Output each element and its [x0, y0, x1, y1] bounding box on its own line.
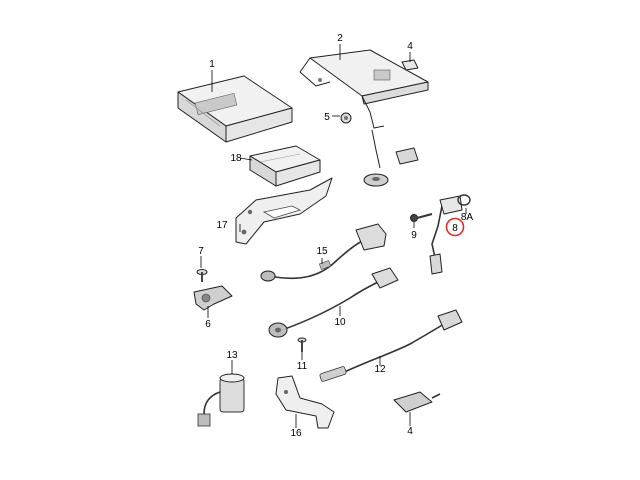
part-2-mounting-bracket[interactable]	[299, 49, 429, 129]
label-7: 7	[198, 246, 204, 257]
label-8[interactable]: 8	[452, 223, 458, 234]
part-10-knock-sensor[interactable]	[268, 267, 399, 338]
part-7-screw[interactable]	[196, 269, 208, 283]
part-9-bolt[interactable]	[410, 213, 433, 222]
label-10: 10	[334, 317, 346, 328]
sensor-bracket-grommet	[363, 129, 419, 187]
leader-lines	[200, 44, 467, 428]
part-11-bolt[interactable]	[297, 337, 307, 352]
part-5-nut[interactable]	[340, 112, 352, 124]
label-13: 13	[226, 350, 238, 361]
label-4-bottom: 4	[407, 426, 413, 437]
part-8-sensor[interactable]	[429, 194, 471, 275]
label-5: 5	[324, 112, 330, 123]
part-13-relay[interactable]	[197, 373, 245, 427]
part-12-oxygen-sensor[interactable]	[319, 309, 463, 382]
part-18-module[interactable]	[249, 145, 321, 187]
label-15: 15	[316, 246, 328, 257]
label-11: 11	[297, 361, 308, 372]
part-4-switch[interactable]	[393, 391, 441, 413]
part-16-bracket[interactable]	[275, 375, 335, 429]
part-8a-o-ring[interactable]	[457, 194, 471, 206]
label-4-top: 4	[407, 41, 413, 52]
label-6: 6	[205, 319, 211, 330]
label-12: 12	[374, 364, 386, 375]
label-16: 16	[290, 428, 302, 439]
label-1: 1	[209, 59, 215, 70]
part-6-sensor[interactable]	[193, 285, 233, 311]
label-17: 17	[216, 220, 228, 231]
part-17-holder[interactable]	[235, 177, 333, 245]
part-1-control-unit[interactable]	[177, 75, 293, 143]
label-2: 2	[337, 33, 343, 44]
label-9: 9	[411, 230, 417, 241]
highlight-ring	[445, 217, 465, 237]
label-8a: 8A	[461, 212, 474, 223]
label-18: 18	[230, 153, 242, 164]
part-15-sensor-cable[interactable]	[260, 223, 387, 282]
